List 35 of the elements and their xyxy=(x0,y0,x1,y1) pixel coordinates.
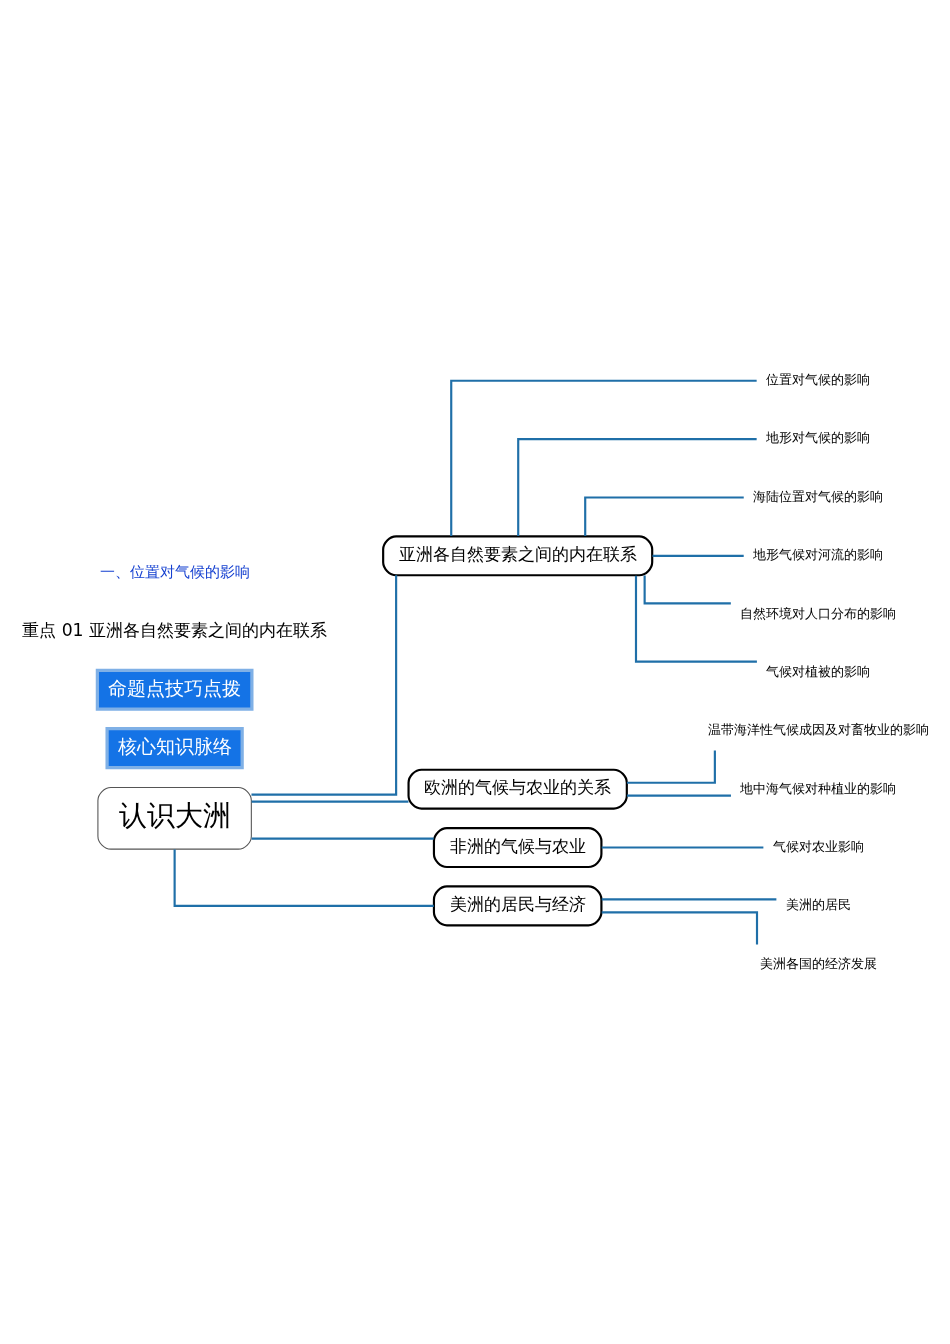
node-text: 位置对气候的影响 xyxy=(766,371,871,387)
connector xyxy=(601,910,759,945)
connector xyxy=(450,379,757,536)
connector xyxy=(584,495,744,536)
connector xyxy=(251,837,434,840)
node-text: 地形气候对河流的影响 xyxy=(753,546,884,562)
connector xyxy=(517,437,757,536)
label: 一、位置对气候的影响 xyxy=(99,562,250,581)
node-text: 气候对植被的影响 xyxy=(766,663,871,679)
connector xyxy=(251,574,398,796)
connector xyxy=(173,848,434,907)
node-box: 欧洲的气候与农业的关系 xyxy=(407,768,628,810)
connector xyxy=(643,574,731,604)
node-box: 认识大洲 xyxy=(97,786,252,850)
connector xyxy=(601,845,764,849)
node-box: 非洲的气候与农业 xyxy=(432,826,603,868)
node-text: 温带海洋性气候成因及对畜牧业的影响 xyxy=(707,721,929,737)
connector xyxy=(251,800,409,803)
node-box: 美洲的居民与经济 xyxy=(432,884,603,926)
node-text: 美洲的居民 xyxy=(785,896,851,912)
connector xyxy=(601,897,777,900)
node-text: 地中海气候对种植业的影响 xyxy=(740,780,897,796)
label: 核心知识脉络 xyxy=(117,734,232,758)
label: 命题点技巧点拨 xyxy=(108,676,242,700)
label: 重点 01 亚洲各自然要素之间的内在联系 xyxy=(22,619,328,640)
node-text: 地形对气候的影响 xyxy=(766,429,871,445)
node-box: 亚洲各自然要素之间的内在联系 xyxy=(382,534,654,576)
node-text: 自然环境对人口分布的影响 xyxy=(740,605,897,620)
node-text: 海陆位置对气候的影响 xyxy=(753,488,884,504)
connector xyxy=(626,749,716,784)
node-text: 美洲各国的经济发展 xyxy=(759,955,877,971)
connector xyxy=(626,794,731,797)
node-text: 气候对农业影响 xyxy=(772,838,864,854)
connector xyxy=(634,575,757,663)
connector xyxy=(652,554,744,557)
